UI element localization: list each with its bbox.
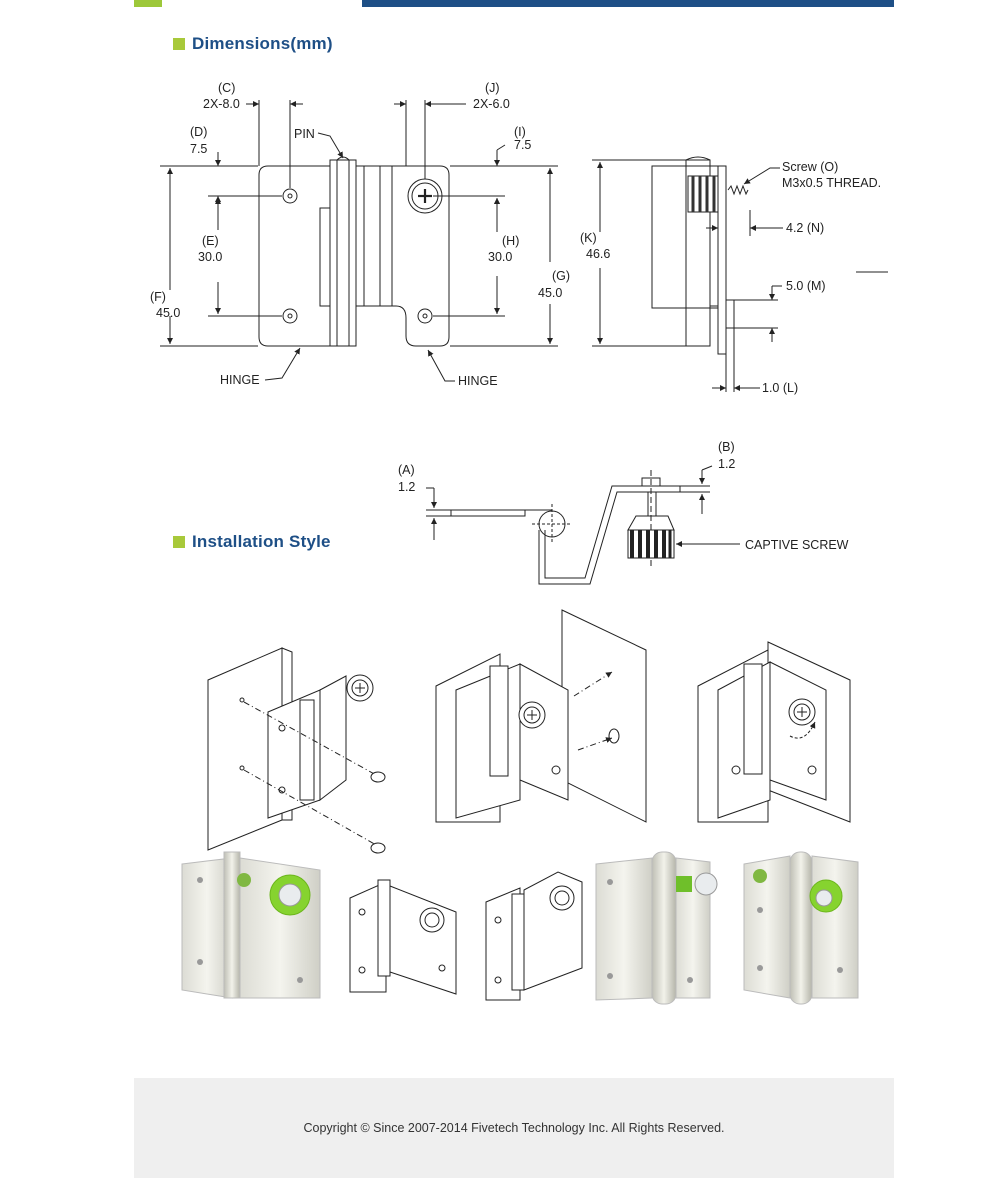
copyright-text: Copyright © Since 2007-2014 Fivetech Tec…: [303, 1121, 725, 1135]
side-view-drawing: [592, 156, 888, 392]
dim-d-tag: (D): [190, 125, 207, 139]
top-nav-bar: [362, 0, 894, 7]
bullet-square-icon: [173, 38, 185, 50]
technical-drawing: (C) 2X-8.0 (J) 2X-6.0 (D) 7.5 (I) 7.5 PI…: [150, 81, 888, 1005]
front-view-drawing: [160, 100, 558, 382]
dim-b-tag: (B): [718, 440, 735, 454]
footer: Copyright © Since 2007-2014 Fivetech Tec…: [134, 1078, 894, 1178]
side-view-labels: (K) 46.6 Screw (O) M3x0.5 THREAD. 4.2 (N…: [580, 160, 881, 395]
section-title: Dimensions(mm): [192, 34, 333, 53]
installation-illustration-1: [207, 647, 386, 854]
profile-view-drawing: [426, 465, 740, 585]
hinge-label-right: HINGE: [458, 374, 498, 388]
section-heading-dimensions: Dimensions(mm): [173, 34, 333, 54]
product-sketch-2: [349, 879, 457, 995]
product-photo-1: [181, 851, 321, 999]
dim-a-tag: (A): [398, 463, 415, 477]
section-title: Installation Style: [192, 532, 331, 551]
dim-c-value: 2X-8.0: [203, 97, 240, 111]
installation-illustration-3: [697, 641, 851, 823]
product-photo-5: [743, 851, 859, 1005]
dim-f-value: 45.0: [156, 306, 180, 320]
profile-view-labels: (A) 1.2 (B) 1.2 CAPTIVE SCREW: [398, 440, 849, 552]
dim-d-value: 7.5: [190, 142, 207, 156]
dim-j-tag: (J): [485, 81, 500, 95]
captive-screw-label: CAPTIVE SCREW: [745, 538, 849, 552]
pin-label: PIN: [294, 127, 315, 141]
dim-i-tag: (I): [514, 125, 526, 139]
section-heading-installation: Installation Style: [173, 532, 331, 552]
dim-g-value: 45.0: [538, 286, 562, 300]
screw-o-label: Screw (O): [782, 160, 838, 174]
dim-a-value: 1.2: [398, 480, 415, 494]
dim-f-tag: (F): [150, 290, 166, 304]
dim-k-tag: (K): [580, 231, 597, 245]
bullet-square-icon: [173, 536, 185, 548]
product-photo-4: [595, 851, 718, 1005]
dim-h-value: 30.0: [488, 250, 512, 264]
dim-m-label: 5.0 (M): [786, 279, 826, 293]
dim-l-label: 1.0 (L): [762, 381, 798, 395]
dim-e-value: 30.0: [198, 250, 222, 264]
dim-j-value: 2X-6.0: [473, 97, 510, 111]
dim-e-tag: (E): [202, 234, 219, 248]
dim-c-tag: (C): [218, 81, 235, 95]
front-view-labels: (C) 2X-8.0 (J) 2X-6.0 (D) 7.5 (I) 7.5 PI…: [150, 81, 570, 388]
product-sketch-3: [485, 871, 583, 1001]
dim-h-tag: (H): [502, 234, 519, 248]
dim-g-tag: (G): [552, 269, 570, 283]
dim-k-value: 46.6: [586, 247, 610, 261]
dim-b-value: 1.2: [718, 457, 735, 471]
dim-i-value: 7.5: [514, 138, 531, 152]
hinge-label-left: HINGE: [220, 373, 260, 387]
dim-n-label: 4.2 (N): [786, 221, 824, 235]
installation-illustration-2: [435, 609, 647, 823]
thread-label: M3x0.5 THREAD.: [782, 176, 881, 190]
top-accent-bar: [134, 0, 162, 7]
